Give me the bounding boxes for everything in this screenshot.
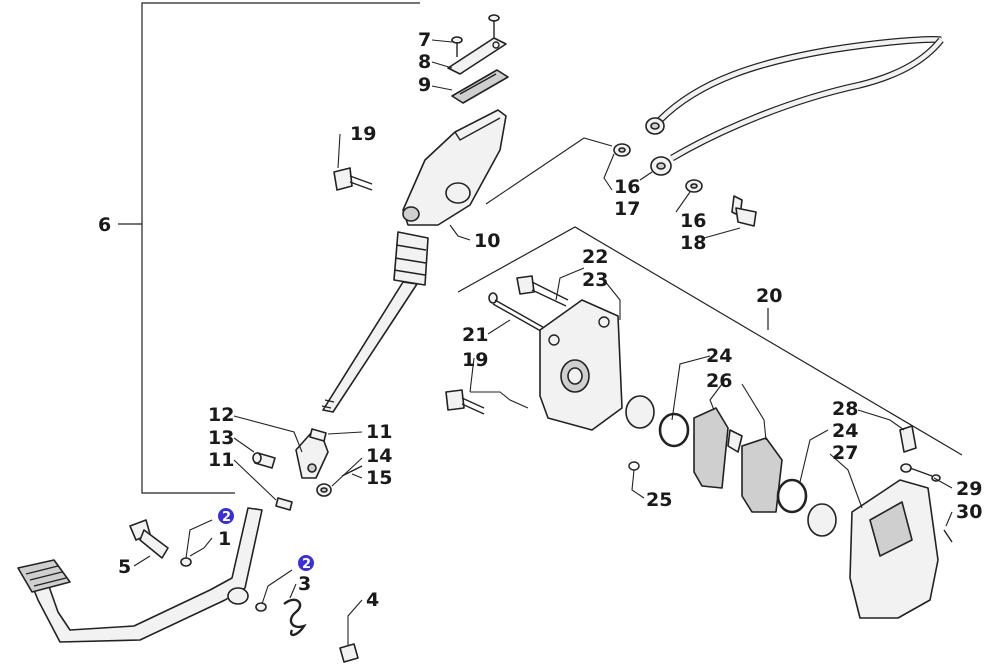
callout-24b: 24 xyxy=(832,420,858,442)
bolt-22 xyxy=(516,275,569,307)
washer-2b xyxy=(255,602,267,612)
callout-19a: 19 xyxy=(350,123,376,145)
callout-16a: 16 xyxy=(614,176,640,198)
callout-21: 21 xyxy=(462,324,488,346)
callout-11a: 11 xyxy=(366,421,392,443)
callout-3: 3 xyxy=(298,573,311,595)
washer-16b xyxy=(685,179,703,193)
washer-2a xyxy=(180,557,192,567)
brake-pad-26a xyxy=(693,407,729,489)
callout-22: 22 xyxy=(582,246,608,268)
bolt-5 xyxy=(129,519,169,559)
callout-13: 13 xyxy=(208,427,234,449)
callout-16b: 16 xyxy=(680,210,706,232)
callout-12: 12 xyxy=(208,404,234,426)
callout-24a: 24 xyxy=(706,345,732,367)
shim-26 xyxy=(727,429,743,453)
callout-15: 15 xyxy=(366,467,392,489)
callout-20: 20 xyxy=(756,285,782,307)
return-spring-3 xyxy=(283,598,307,637)
piston-27 xyxy=(807,503,837,537)
brake-pad-26b xyxy=(741,437,783,513)
pad-pin-29 xyxy=(900,463,941,482)
callout-23: 23 xyxy=(582,269,608,291)
assembly-bracket-6 xyxy=(118,2,420,494)
reservoir-cap-8 xyxy=(447,37,507,75)
callout-4: 4 xyxy=(366,589,379,611)
clip-30 xyxy=(943,529,953,543)
washer-16a xyxy=(613,143,631,157)
bolt-21 xyxy=(488,292,549,335)
callout-26: 26 xyxy=(706,370,732,392)
callout-17: 17 xyxy=(614,198,640,220)
callout-7: 7 xyxy=(418,29,431,51)
washer-14 xyxy=(316,483,332,497)
pin-11 xyxy=(275,428,327,511)
callout-27: 27 xyxy=(832,442,858,464)
seal-24a xyxy=(658,412,690,448)
caliper-body xyxy=(849,479,939,619)
cap-screw-7b xyxy=(488,14,500,40)
assembly-bracket-20 xyxy=(457,226,963,456)
callout-29: 29 xyxy=(956,478,982,500)
bushing-4 xyxy=(339,643,359,663)
banjo-bolt-18 xyxy=(731,195,757,227)
callout-2-badge-a: 2 xyxy=(218,508,234,525)
pin-13 xyxy=(252,452,276,469)
callout-9: 9 xyxy=(418,74,431,96)
brake-pedal-1 xyxy=(17,507,263,643)
cap-screw-7 xyxy=(451,36,463,57)
callout-6: 6 xyxy=(98,214,111,236)
push-rod xyxy=(322,281,418,413)
callout-2a: 2 xyxy=(222,510,231,525)
callout-19b: 19 xyxy=(462,349,488,371)
bleeder-valve-28 xyxy=(899,425,917,453)
callout-10: 10 xyxy=(474,230,500,252)
leader-lines xyxy=(133,39,953,646)
callout-8: 8 xyxy=(418,51,431,73)
callout-2b: 2 xyxy=(302,557,311,572)
bolt-19-lower xyxy=(445,389,485,415)
callout-1: 1 xyxy=(218,528,231,550)
callout-18: 18 xyxy=(680,232,706,254)
callout-14: 14 xyxy=(366,445,392,467)
callout-11b: 11 xyxy=(208,449,234,471)
piston-24a xyxy=(625,395,655,429)
bolt-19-upper xyxy=(333,167,373,191)
callout-2-badge-b: 2 xyxy=(298,555,314,572)
caliper-bracket-23 xyxy=(539,299,623,431)
brake-hose xyxy=(645,35,944,176)
master-cylinder xyxy=(321,14,509,413)
callout-25: 25 xyxy=(646,489,672,511)
callout-5: 5 xyxy=(118,556,131,578)
callout-30: 30 xyxy=(956,501,982,523)
master-cylinder-body-10 xyxy=(402,109,507,226)
o-ring-25 xyxy=(628,461,640,471)
seal-24b xyxy=(776,478,808,514)
cotter-pin-15 xyxy=(341,465,363,477)
callout-labels: 1 2 2 3 4 5 6 7 8 9 10 11 11 12 13 14 15… xyxy=(98,29,982,611)
diaphragm-9 xyxy=(451,69,509,104)
callout-28: 28 xyxy=(832,398,858,420)
